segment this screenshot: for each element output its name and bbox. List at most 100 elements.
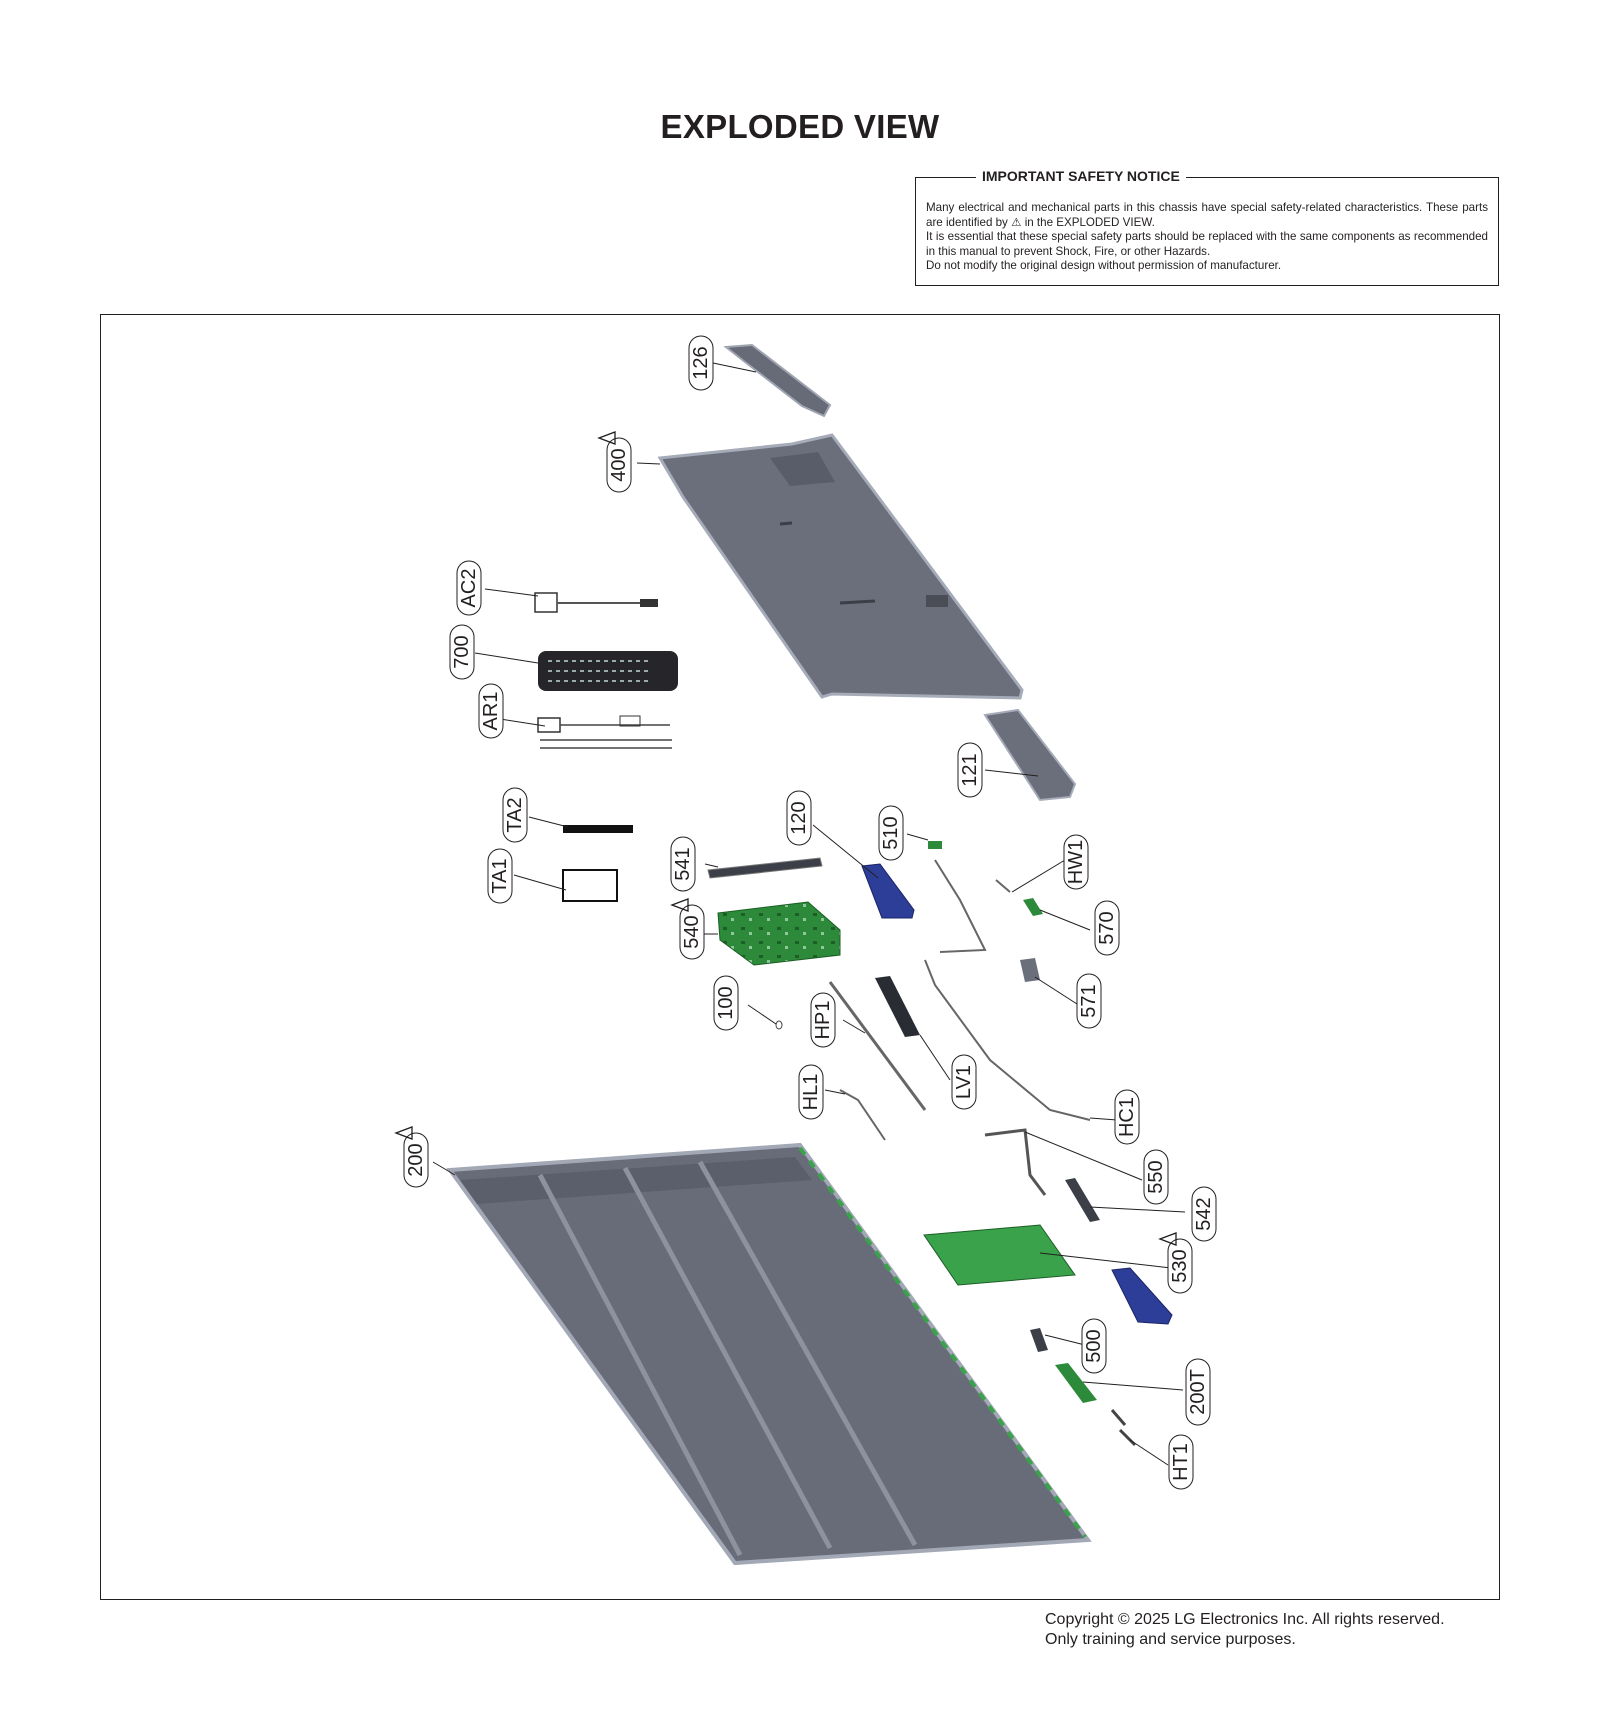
callout-bubble [810, 992, 836, 1048]
part-530-power-board [923, 1224, 1076, 1286]
callout-hp1: HP1 [810, 992, 836, 1048]
callout-bubble [679, 904, 705, 960]
part-542-bracket [1065, 1178, 1100, 1222]
callout-bubble [1114, 1089, 1140, 1145]
callout-bubble [1143, 1149, 1169, 1205]
part-ar1-power-cord [537, 715, 672, 749]
callout-540: 540 [670, 898, 705, 960]
callout-570: 570 [1094, 900, 1120, 956]
page-title: EXPLODED VIEW [660, 108, 940, 145]
part-500-module [1030, 1328, 1048, 1352]
callout-bubble [1168, 1434, 1194, 1490]
part-ac2-cable [534, 592, 658, 613]
callout-550: 550 [1143, 1149, 1169, 1205]
callout-200t: 200T [1185, 1358, 1211, 1426]
callout-label: AR1 [480, 692, 502, 731]
callout-hw1: HW1 [1063, 834, 1089, 890]
callout-label: 530 [1169, 1249, 1191, 1282]
callout-530: 530 [1158, 1232, 1193, 1294]
callout-200: 200 [394, 1126, 429, 1188]
callout-label: TA2 [504, 797, 526, 832]
callout-121: 121 [957, 742, 983, 798]
safety-notice-heading: IMPORTANT SAFETY NOTICE [976, 168, 1186, 184]
callout-label: 510 [880, 816, 902, 849]
callout-bubble [1191, 1186, 1217, 1242]
callout-hl1: HL1 [798, 1064, 824, 1120]
callout-label: 542 [1193, 1197, 1215, 1230]
part-400-back-cover [657, 433, 1024, 700]
callout-label: HT1 [1170, 1443, 1192, 1481]
part-121-stand [983, 708, 1077, 802]
safety-notice-body: Many electrical and mechanical parts in … [926, 201, 1488, 274]
callout-label: 540 [681, 915, 703, 948]
safety-notice: IMPORTANT SAFETY NOTICE Many electrical … [915, 168, 1499, 286]
part-100-screw [775, 1020, 783, 1030]
callout-bubble [449, 624, 475, 680]
callout-label: HW1 [1065, 840, 1087, 884]
callout-500: 500 [1081, 1318, 1107, 1374]
safety-warning-icon [597, 431, 616, 445]
part-120-speaker [861, 863, 915, 919]
callout-ac2: AC2 [456, 560, 482, 616]
callout-bubble [1167, 1238, 1193, 1294]
part-541-bracket [707, 857, 823, 879]
callout-label: 200 [405, 1143, 427, 1176]
leader-lines [432, 362, 1186, 1466]
callout-100: 100 [713, 975, 739, 1031]
callout-510: 510 [878, 805, 904, 861]
callout-bubble [1094, 900, 1120, 956]
part-ta2-tape [563, 825, 633, 833]
part-200-display-panel [446, 1142, 1092, 1566]
part-hp1-cable [828, 981, 927, 1111]
callout-label: 550 [1145, 1160, 1167, 1193]
part-550-ir-receiver [984, 1128, 1047, 1196]
callout-hc1: HC1 [1114, 1089, 1140, 1145]
callout-label: 571 [1078, 984, 1100, 1017]
part-571-bracket [1020, 958, 1040, 982]
part-700-remote-control [538, 651, 678, 691]
callout-bubble [606, 437, 632, 493]
callout-label: 200T [1187, 1369, 1209, 1415]
callout-label: 121 [959, 753, 981, 786]
safety-notice-line-2: It is essential that these special safet… [926, 230, 1488, 258]
callout-bubble [487, 848, 513, 904]
callout-bubble [878, 805, 904, 861]
callout-label: 500 [1083, 1329, 1105, 1362]
callout-bubble [1076, 973, 1102, 1029]
callout-bubble [456, 560, 482, 616]
copyright: Copyright © 2025 LG Electronics Inc. All… [1045, 1610, 1445, 1650]
callout-126: 126 [688, 335, 714, 391]
callout-ht1: HT1 [1168, 1434, 1194, 1490]
callout-700: 700 [449, 624, 475, 680]
part-lv1-flat-cable [875, 976, 920, 1037]
callout-ta1: TA1 [487, 848, 513, 904]
callout-label: 100 [715, 986, 737, 1019]
part-hc1-cable [924, 859, 1091, 1121]
part-510-pcb [928, 841, 942, 849]
callout-bubble [786, 790, 812, 846]
callout-label: TA1 [489, 858, 511, 893]
callout-bubble [670, 836, 696, 892]
copyright-line-1: Copyright © 2025 LG Electronics Inc. All… [1045, 1611, 1445, 1628]
callout-bubble [951, 1054, 977, 1110]
callout-bubble [1185, 1358, 1211, 1426]
safety-warning-icon [670, 898, 689, 912]
callout-label: LV1 [953, 1065, 975, 1099]
part-ta1-label [562, 869, 618, 902]
safety-warning-icon [394, 1126, 413, 1140]
callout-bubble [502, 787, 528, 843]
callout-400: 400 [597, 431, 632, 493]
callout-541: 541 [670, 836, 696, 892]
callout-bubble [798, 1064, 824, 1120]
part-200t-pcb [1055, 1363, 1097, 1403]
part-hw1-wire [995, 879, 1011, 893]
part-530-speaker [1111, 1267, 1173, 1325]
callout-571: 571 [1076, 973, 1102, 1029]
callout-120: 120 [786, 790, 812, 846]
part-hl1-cable [839, 1089, 886, 1141]
safety-notice-line-1: Many electrical and mechanical parts in … [926, 201, 1488, 229]
part-126-cover [723, 343, 832, 418]
callout-bubble [478, 683, 504, 739]
callout-bubble [957, 742, 983, 798]
callout-bubble [1063, 834, 1089, 890]
